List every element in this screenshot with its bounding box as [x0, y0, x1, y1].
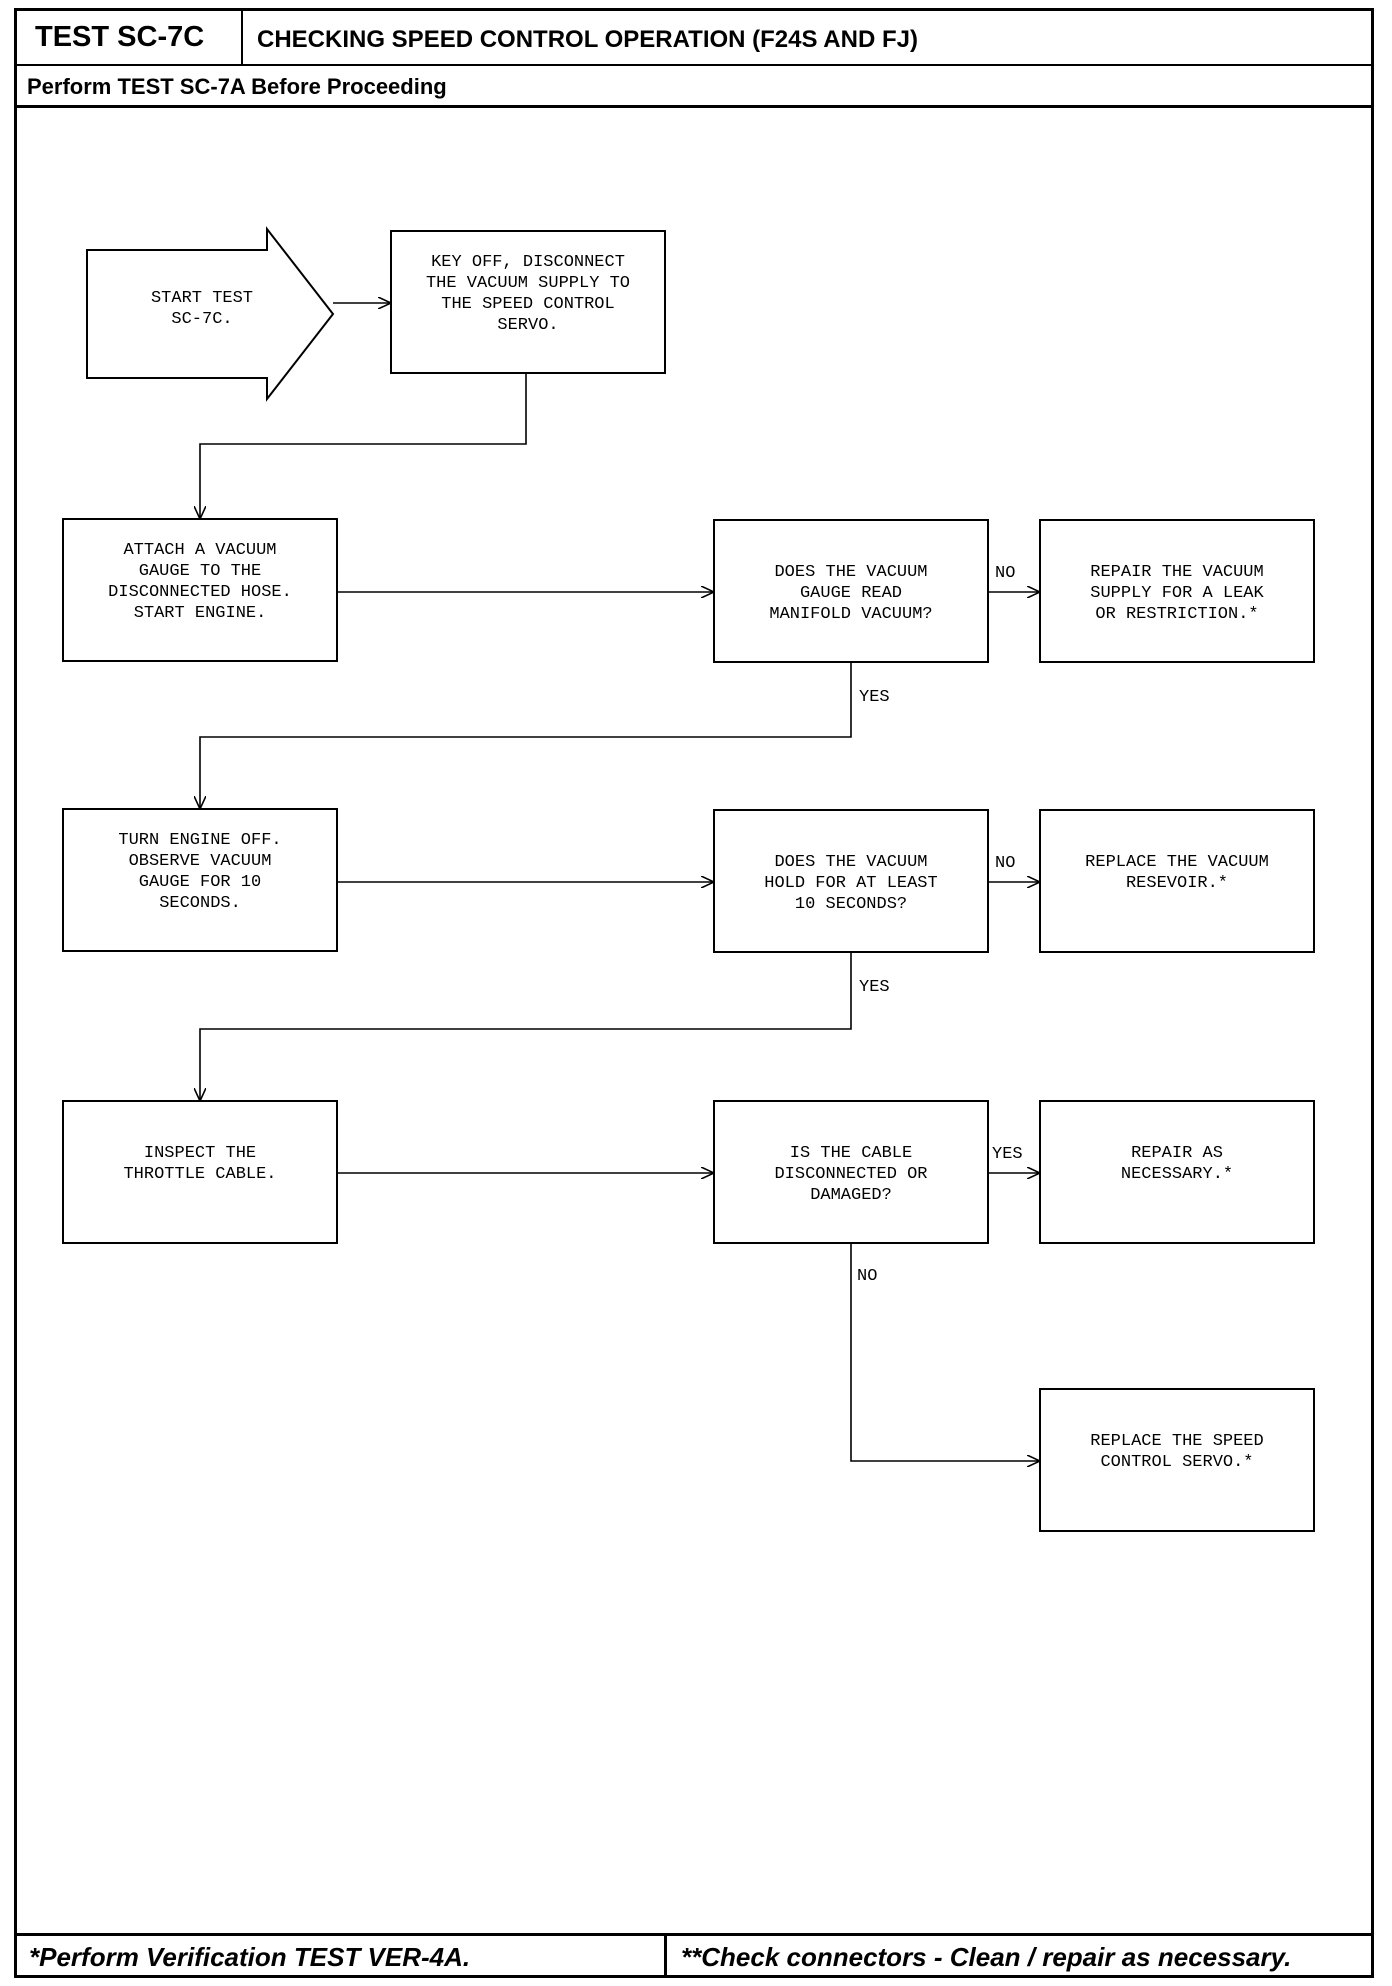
node-text-line: RESEVOIR.*	[1126, 874, 1228, 893]
edge-key-off-to-attach-gauge	[200, 373, 527, 519]
node-vacuum-hold: DOES THE VACUUM HOLD FOR AT LEAST 10 SECON…	[713, 809, 989, 953]
decision-box	[713, 809, 989, 953]
node-text-line: SECONDS.	[159, 894, 241, 913]
footer-connector-note: **Check connectors - Clean / repair as n…	[681, 1942, 1292, 1972]
node-text-line: REPLACE THE SPEED	[1090, 1432, 1263, 1451]
node-text-line: REPAIR AS	[1131, 1144, 1223, 1163]
edge-label-no: NO	[995, 854, 1015, 873]
process-box	[1039, 519, 1315, 663]
node-text-line: DISCONNECTED OR	[774, 1165, 927, 1184]
decision-box	[713, 1100, 989, 1244]
node-text-line: REPLACE THE VACUUM	[1085, 853, 1269, 872]
process-box	[1039, 809, 1315, 953]
node-text-line: CONTROL SERVO.*	[1100, 1453, 1253, 1472]
edge-label-yes: YES	[859, 688, 890, 707]
node-text-line: ATTACH A VACUUM	[123, 541, 276, 560]
node-text-line: INSPECT THE	[144, 1144, 256, 1163]
node-attach-gauge: ATTACH A VACUUM GAUGE TO THE DISCONNECTED …	[62, 518, 338, 662]
node-text-line: IS THE CABLE	[790, 1144, 912, 1163]
process-box	[1039, 1100, 1315, 1244]
node-text-line: THE VACUUM SUPPLY TO	[426, 274, 630, 293]
node-text-line: NECESSARY.*	[1121, 1165, 1233, 1184]
edge-cable-damaged-to-replace-servo	[850, 1243, 1040, 1461]
test-title: CHECKING SPEED CONTROL OPERATION (F24S A…	[257, 26, 918, 53]
process-box	[62, 808, 338, 952]
node-text-line: MANIFOLD VACUUM?	[769, 605, 932, 624]
process-box	[62, 1100, 338, 1244]
edge-label-no: NO	[857, 1267, 877, 1286]
node-text-line: GAUGE TO THE	[139, 562, 261, 581]
edge-gauge-read-to-engine-off	[200, 662, 852, 809]
process-box	[390, 230, 666, 374]
node-engine-off: TURN ENGINE OFF. OBSERVE VACUUM GAUGE FOR …	[62, 808, 338, 952]
node-text-line: TURN ENGINE OFF.	[118, 831, 281, 850]
node-text-line: GAUGE FOR 10	[139, 873, 261, 892]
node-cable-damaged: IS THE CABLE DISCONNECTED OR DAMAGED?	[713, 1100, 989, 1244]
node-text-line: SERVO.	[497, 316, 558, 335]
footer-row: *Perform Verification TEST VER-4A. **Che…	[17, 1933, 1371, 1975]
footer-verification-note: *Perform Verification TEST VER-4A.	[17, 1936, 667, 1975]
node-text-line: DOES THE VACUUM	[774, 563, 927, 582]
node-key-off: KEY OFF, DISCONNECT THE VACUUM SUPPLY TO T…	[390, 230, 666, 374]
node-text-line: 10 SECONDS?	[795, 895, 907, 914]
test-procedure-page: TEST SC-7C CHECKING SPEED CONTROL OPERAT…	[14, 8, 1374, 1978]
subheader-row: Perform TEST SC-7A Before Proceeding	[17, 66, 1371, 108]
node-text-line: THROTTLE CABLE.	[123, 1165, 276, 1184]
node-text-line: REPAIR THE VACUUM	[1090, 563, 1263, 582]
node-text-line: SUPPLY FOR A LEAK	[1090, 584, 1264, 603]
node-replace-servo: REPLACE THE SPEED CONTROL SERVO.*	[1039, 1388, 1315, 1532]
node-text-line: OR RESTRICTION.*	[1095, 605, 1258, 624]
node-start: START TEST SC-7C.	[86, 226, 335, 402]
node-text-line: KEY OFF, DISCONNECT	[431, 253, 625, 272]
node-repair-supply: REPAIR THE VACUUM SUPPLY FOR A LEAK OR RES…	[1039, 519, 1315, 663]
process-box	[62, 518, 338, 662]
node-text-line: DOES THE VACUUM	[774, 853, 927, 872]
node-text-line: SC-7C.	[171, 310, 232, 329]
node-text-line: HOLD FOR AT LEAST	[764, 874, 937, 893]
node-text-line: START ENGINE.	[134, 604, 267, 623]
process-box	[1039, 1388, 1315, 1532]
header-row: TEST SC-7C CHECKING SPEED CONTROL OPERAT…	[17, 11, 1371, 66]
prerequisite-note: Perform TEST SC-7A Before Proceeding	[27, 74, 447, 99]
node-text-line: OBSERVE VACUUM	[129, 852, 272, 871]
test-id: TEST SC-7C	[17, 11, 243, 64]
node-text-line: DAMAGED?	[810, 1186, 892, 1205]
node-text-line: START TEST	[151, 289, 253, 308]
node-gauge-read: DOES THE VACUUM GAUGE READ MANIFOLD VACUUM…	[713, 519, 989, 663]
node-text-line: DISCONNECTED HOSE.	[108, 583, 292, 602]
node-inspect-cable: INSPECT THE THROTTLE CABLE.	[62, 1100, 338, 1244]
edge-vacuum-hold-to-inspect-cable	[200, 952, 852, 1101]
node-text-line: THE SPEED CONTROL	[441, 295, 614, 314]
edge-label-no: NO	[995, 564, 1015, 583]
edge-label-yes: YES	[992, 1145, 1023, 1164]
edge-label-yes: YES	[859, 978, 890, 997]
node-repair-necessary: REPAIR AS NECESSARY.*	[1039, 1100, 1315, 1244]
node-text-line: GAUGE READ	[800, 584, 902, 603]
flowchart: START TEST SC-7C. KEY OFF, DISCONNECT THE V…	[62, 226, 1315, 1532]
node-replace-reservoir: REPLACE THE VACUUM RESEVOIR.*	[1039, 809, 1315, 953]
start-arrow-shape	[86, 226, 335, 402]
decision-box	[713, 519, 989, 663]
